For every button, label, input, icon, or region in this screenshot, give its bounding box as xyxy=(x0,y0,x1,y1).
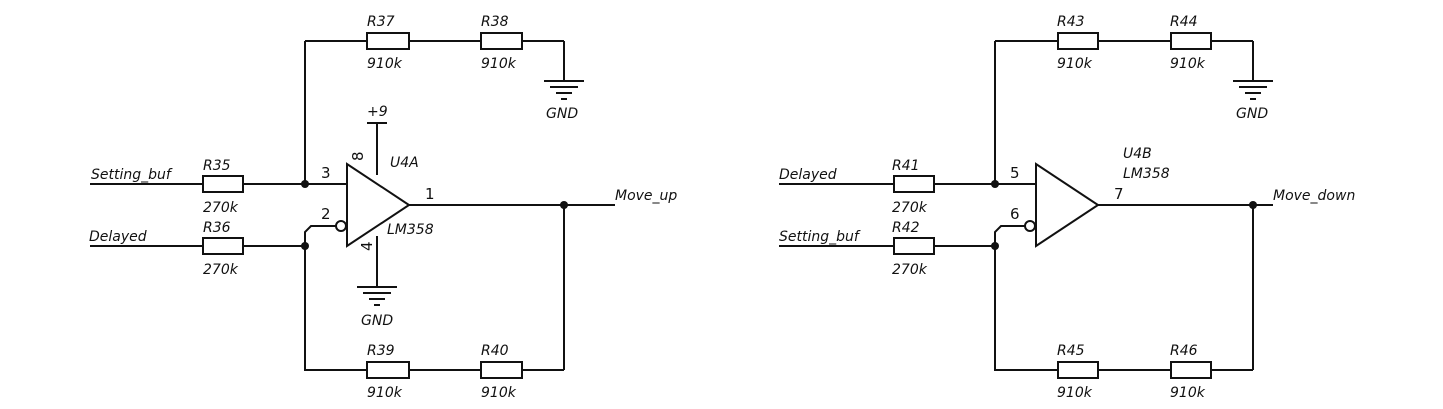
opamp-symbol xyxy=(346,162,411,248)
resistor-r39-value: 910k xyxy=(367,385,403,401)
resistor-r46-ref: R46 xyxy=(1170,343,1198,359)
net-label-delayed: Delayed xyxy=(779,167,837,183)
resistor-r38 xyxy=(480,32,523,50)
resistor-r40 xyxy=(480,361,523,379)
net-label-move-down: Move_down xyxy=(1273,188,1355,204)
resistor-r43-value: 910k xyxy=(1057,56,1093,72)
pin-number-plus: 5 xyxy=(1010,164,1020,182)
resistor-r45-value: 910k xyxy=(1057,385,1093,401)
net-label-move-up: Move_up xyxy=(615,188,677,204)
resistor-r37-value: 910k xyxy=(367,56,403,72)
ground-symbol xyxy=(1233,80,1273,100)
junction-dot xyxy=(560,201,568,209)
resistor-r37 xyxy=(366,32,410,50)
resistor-r43-ref: R43 xyxy=(1057,14,1085,30)
resistor-r46 xyxy=(1170,361,1212,379)
resistor-r40-value: 910k xyxy=(481,385,517,401)
junction-dot xyxy=(1249,201,1257,209)
resistor-r41-value: 270k xyxy=(892,200,928,216)
resistor-r35-value: 270k xyxy=(203,200,239,216)
inverting-input-bubble xyxy=(335,220,347,232)
pin-number-minus: 2 xyxy=(321,205,331,223)
resistor-r37-ref: R37 xyxy=(367,14,395,30)
junction-dot xyxy=(991,242,999,250)
resistor-r42 xyxy=(893,237,935,255)
resistor-r41-ref: R41 xyxy=(892,158,920,174)
resistor-r45-ref: R45 xyxy=(1057,343,1085,359)
ground-symbol xyxy=(544,80,584,100)
right-wires xyxy=(779,40,1273,371)
resistor-r40-ref: R40 xyxy=(481,343,509,359)
resistor-r39-ref: R39 xyxy=(367,343,395,359)
pin-number-vcc: 8 xyxy=(349,151,367,161)
resistor-r45 xyxy=(1057,361,1099,379)
pin-number-plus: 3 xyxy=(321,164,331,182)
resistor-r36-ref: R36 xyxy=(203,220,231,236)
resistor-r38-value: 910k xyxy=(481,56,517,72)
resistor-r38-ref: R38 xyxy=(481,14,509,30)
junction-dot xyxy=(301,180,309,188)
opamp-ref: U4B xyxy=(1123,146,1152,162)
net-label-setting-buf: Setting_buf xyxy=(91,167,173,183)
net-label-gnd: GND xyxy=(361,313,393,329)
junction-dot xyxy=(301,242,309,250)
resistor-r42-value: 270k xyxy=(892,262,928,278)
left-circuit: Setting_buf Delayed Move_up +9 GND GND R… xyxy=(89,14,677,401)
net-label-delayed: Delayed xyxy=(89,229,147,245)
resistor-r46-value: 910k xyxy=(1170,385,1206,401)
resistor-r35-ref: R35 xyxy=(203,158,231,174)
left-wires xyxy=(90,40,615,371)
resistor-r44-ref: R44 xyxy=(1170,14,1198,30)
resistor-r36-value: 270k xyxy=(203,262,239,278)
opamp-symbol xyxy=(1035,162,1100,248)
resistor-r35 xyxy=(202,175,244,193)
resistor-r43 xyxy=(1057,32,1099,50)
ground-symbol xyxy=(357,286,397,306)
net-label-gnd: GND xyxy=(546,106,578,122)
net-label-supply: +9 xyxy=(367,104,388,120)
pin-number-gnd: 4 xyxy=(358,241,376,251)
right-circuit: Delayed Setting_buf Move_down GND R41 27… xyxy=(779,14,1355,401)
inverting-input-bubble xyxy=(1024,220,1036,232)
resistor-r36 xyxy=(202,237,244,255)
resistor-r42-ref: R42 xyxy=(892,220,920,236)
resistor-r39 xyxy=(366,361,410,379)
resistor-r44 xyxy=(1170,32,1212,50)
opamp-part: LM358 xyxy=(1123,166,1170,182)
pin-number-out: 7 xyxy=(1114,185,1124,203)
junction-dot xyxy=(991,180,999,188)
net-label-setting-buf: Setting_buf xyxy=(779,229,861,245)
pin-number-out: 1 xyxy=(425,185,435,203)
resistor-r41 xyxy=(893,175,935,193)
opamp-ref: U4A xyxy=(390,155,419,171)
net-label-gnd: GND xyxy=(1236,106,1268,122)
resistor-r44-value: 910k xyxy=(1170,56,1206,72)
pin-number-minus: 6 xyxy=(1010,205,1020,223)
opamp-part: LM358 xyxy=(387,222,434,238)
